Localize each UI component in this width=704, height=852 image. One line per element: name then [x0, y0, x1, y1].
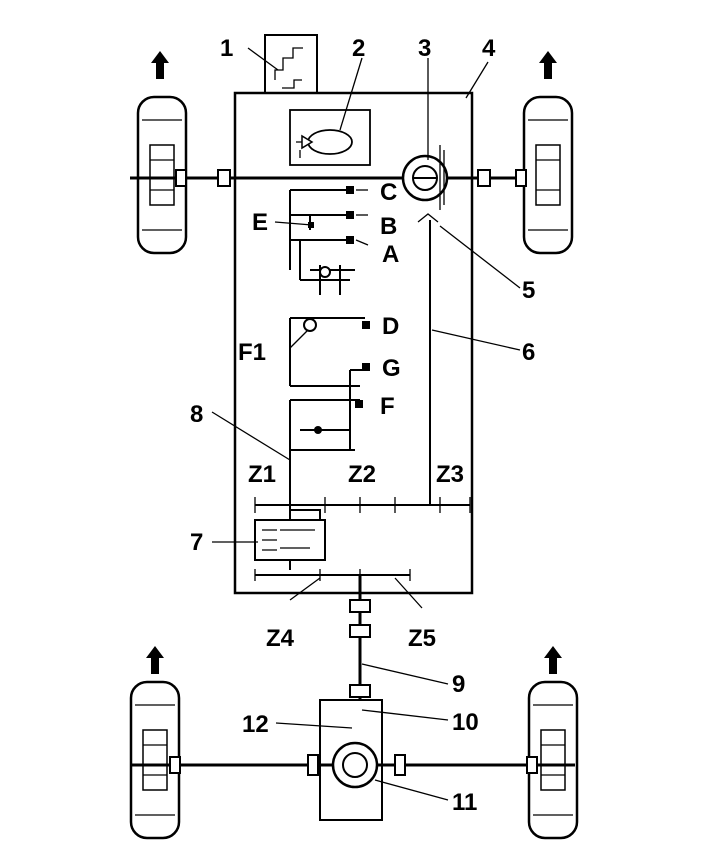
callout-8: 8: [190, 401, 203, 428]
callout-5: 5: [522, 277, 535, 304]
callout-3: 3: [418, 35, 431, 62]
callout-4: 4: [482, 35, 496, 62]
callout-10: 10: [452, 709, 479, 736]
callout-Z2: Z2: [348, 461, 376, 488]
front-right-wheel-icon: [522, 95, 574, 255]
callout-Z4: Z4: [266, 625, 295, 652]
differential-icon: [401, 145, 449, 223]
callout-G: G: [382, 355, 401, 382]
torque-converter-unit: [289, 109, 371, 166]
forward-arrow-icon: [146, 646, 164, 674]
forward-arrow-icon: [539, 51, 557, 79]
callout-Z1: Z1: [248, 461, 276, 488]
callout-F1: F1: [238, 339, 266, 366]
propeller-shaft: [349, 575, 371, 700]
callout-2: 2: [352, 35, 365, 62]
callout-7: 7: [190, 529, 203, 556]
shift-elements: [289, 186, 355, 295]
gear-selector-unit: [264, 34, 318, 94]
callout-A: A: [382, 241, 399, 268]
callout-Z3: Z3: [436, 461, 464, 488]
callout-B: B: [380, 213, 397, 240]
front-axle: [130, 169, 527, 187]
forward-arrow-icon: [544, 646, 562, 674]
callout-F: F: [380, 393, 395, 420]
valve-elements: [289, 317, 370, 451]
callout-Z5: Z5: [408, 625, 436, 652]
leader-lines: [211, 47, 521, 801]
transaxle-housing: [233, 91, 474, 595]
callout-labels: 1 2 3 4 5 6 7 8 9 10 11 12 A B C D E F F…: [190, 35, 535, 816]
callout-1: 1: [220, 35, 233, 62]
callout-6: 6: [522, 339, 535, 366]
rear-differential: [130, 699, 575, 821]
callout-9: 9: [452, 671, 465, 698]
callout-C: C: [380, 179, 397, 206]
callout-D: D: [382, 313, 399, 340]
forward-arrow-icon: [151, 51, 169, 79]
callout-11: 11: [452, 789, 477, 816]
callout-12: 12: [242, 711, 269, 738]
gear-train-lower: [254, 569, 411, 581]
callout-E: E: [252, 209, 268, 236]
transfer-unit-7: [254, 519, 326, 561]
